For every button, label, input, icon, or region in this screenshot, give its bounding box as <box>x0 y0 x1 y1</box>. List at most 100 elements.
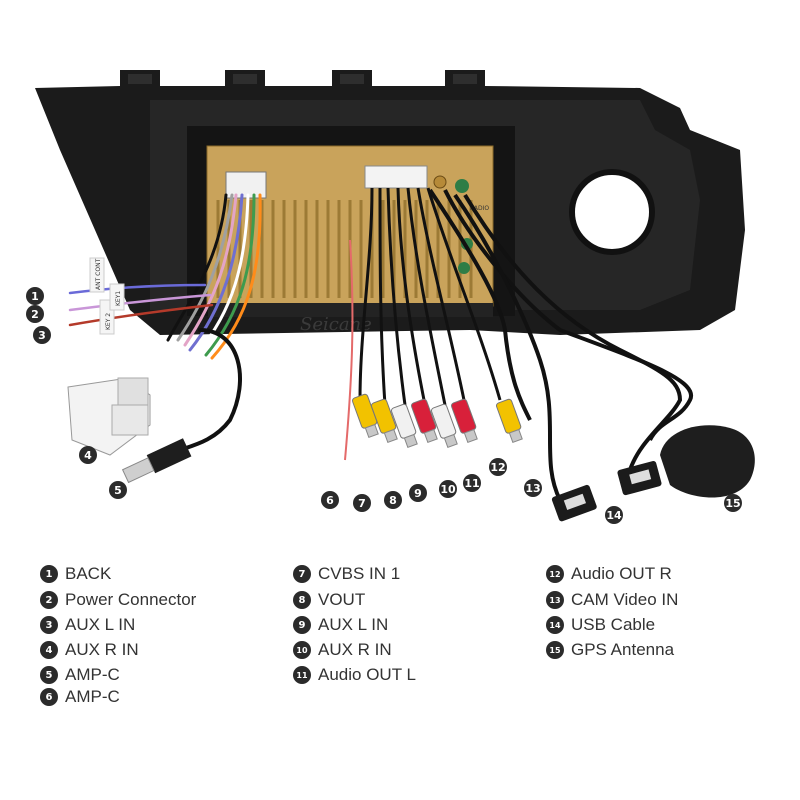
callout-7: 7 <box>353 494 371 512</box>
rca-plug <box>430 403 458 449</box>
svg-text:15: 15 <box>725 497 740 510</box>
legend-label: VOUT <box>318 590 366 609</box>
legend-number: 13 <box>546 591 564 609</box>
legend-item-3: 3 AUX L IN <box>40 614 135 636</box>
callout-11: 11 <box>463 474 481 492</box>
key2-tag: KEY 2 <box>105 313 112 330</box>
legend-number: 6 <box>40 688 58 706</box>
legend-item-10: 10 AUX R IN <box>293 639 392 661</box>
svg-text:7: 7 <box>358 497 366 510</box>
callout-5: 5 <box>109 481 127 499</box>
svg-text:3: 3 <box>38 329 46 342</box>
usb-plug <box>121 438 192 484</box>
legend-item-1: 1 BACK <box>40 563 111 585</box>
radio-label: RADIO <box>470 205 489 212</box>
svg-text:12: 12 <box>490 461 505 474</box>
callout-8: 8 <box>384 491 402 509</box>
radio-socket <box>455 179 469 193</box>
legend-number: 1 <box>40 565 58 583</box>
head-unit: Seicane RADIO <box>187 126 515 335</box>
legend-item-13: 13 CAM Video IN <box>546 589 678 611</box>
svg-text:8: 8 <box>389 494 397 507</box>
rca-plug <box>370 398 398 444</box>
legend-item-11: 11 Audio OUT L <box>293 664 416 686</box>
legend-number: 3 <box>40 616 58 634</box>
callout-10: 10 <box>439 480 457 498</box>
callout-14: 14 <box>605 506 623 524</box>
legend-item-5: 5 AMP-C <box>40 664 120 686</box>
legend-item-8: 8 VOUT <box>293 589 365 611</box>
legend-label: USB Cable <box>571 615 656 634</box>
legend-label: AUX L IN <box>65 615 136 634</box>
legend-number: 12 <box>546 565 564 583</box>
svg-text:13: 13 <box>525 482 540 495</box>
legend-label: AUX R IN <box>65 640 139 659</box>
legend-label: AMP-C <box>65 665 120 684</box>
rca-plug <box>410 398 438 444</box>
legend-number: 8 <box>293 591 311 609</box>
watermark: Seicane <box>300 314 372 335</box>
callout-2: 2 <box>26 305 44 323</box>
legend-label: Power Connector <box>65 590 197 609</box>
gps-socket <box>433 175 447 189</box>
legend-number: 15 <box>546 641 564 659</box>
svg-text:6: 6 <box>326 494 334 507</box>
legend-item-14: 14 USB Cable <box>546 614 655 636</box>
legend-label: CAM Video IN <box>571 590 679 609</box>
legend-label: AMP-C <box>65 687 120 706</box>
svg-text:4: 4 <box>84 449 92 462</box>
svg-text:14: 14 <box>606 509 622 522</box>
rca-plug <box>351 393 379 439</box>
av-socket <box>364 165 428 189</box>
lead-tags: ANT CONT KEY 2 KEY1 <box>89 257 125 335</box>
svg-text:10: 10 <box>440 483 456 496</box>
svg-text:9: 9 <box>414 487 422 500</box>
rca-plug <box>495 398 523 444</box>
legend-item-4: 4 AUX R IN <box>40 639 139 661</box>
key1-tag: KEY1 <box>115 291 122 306</box>
callout-6: 6 <box>321 491 339 509</box>
callout-15: 15 <box>724 494 742 512</box>
legend-label: AUX R IN <box>318 640 392 659</box>
iso-plug <box>67 377 151 456</box>
legend-label: Audio OUT L <box>318 665 416 684</box>
svg-text:11: 11 <box>464 477 479 490</box>
legend-number: 5 <box>40 666 58 684</box>
svg-text:2: 2 <box>31 308 39 321</box>
svg-text:5: 5 <box>114 484 122 497</box>
callout-3: 3 <box>33 326 51 344</box>
callout-1: 1 <box>26 287 44 305</box>
ant-cont-tag: ANT CONT <box>95 258 102 290</box>
callout-12: 12 <box>489 458 507 476</box>
gps-antenna <box>660 425 755 498</box>
frame-cutout <box>569 169 655 255</box>
legend-item-7: 7 CVBS IN 1 <box>293 563 400 585</box>
callout-4: 4 <box>79 446 97 464</box>
product-photo: Seicane RADIO ANT CONT <box>26 70 755 524</box>
legend-label: AUX L IN <box>318 615 389 634</box>
callout-9: 9 <box>409 484 427 502</box>
legend-item-2: 2 Power Connector <box>40 589 196 611</box>
legend-item-15: 15 GPS Antenna <box>546 639 674 661</box>
legend-number: 14 <box>546 616 564 634</box>
legend-number: 2 <box>40 591 58 609</box>
rca-plug <box>390 403 418 449</box>
legend-label: BACK <box>65 564 112 583</box>
rca-plug <box>450 398 478 444</box>
svg-text:1: 1 <box>31 290 39 303</box>
legend-item-9: 9 AUX L IN <box>293 614 388 636</box>
legend-number: 9 <box>293 616 311 634</box>
callout-13: 13 <box>524 479 542 497</box>
legend-label: GPS Antenna <box>571 640 675 659</box>
rca-bundle <box>344 187 502 461</box>
legend-number: 11 <box>293 666 311 684</box>
legend-number: 10 <box>293 641 311 659</box>
legend-number: 4 <box>40 641 58 659</box>
rca-plugs <box>351 393 523 449</box>
legend-label: CVBS IN 1 <box>318 564 401 583</box>
legend-item-6: 6 AMP-C <box>40 686 120 708</box>
legend-number: 7 <box>293 565 311 583</box>
ext-cables <box>428 188 694 501</box>
